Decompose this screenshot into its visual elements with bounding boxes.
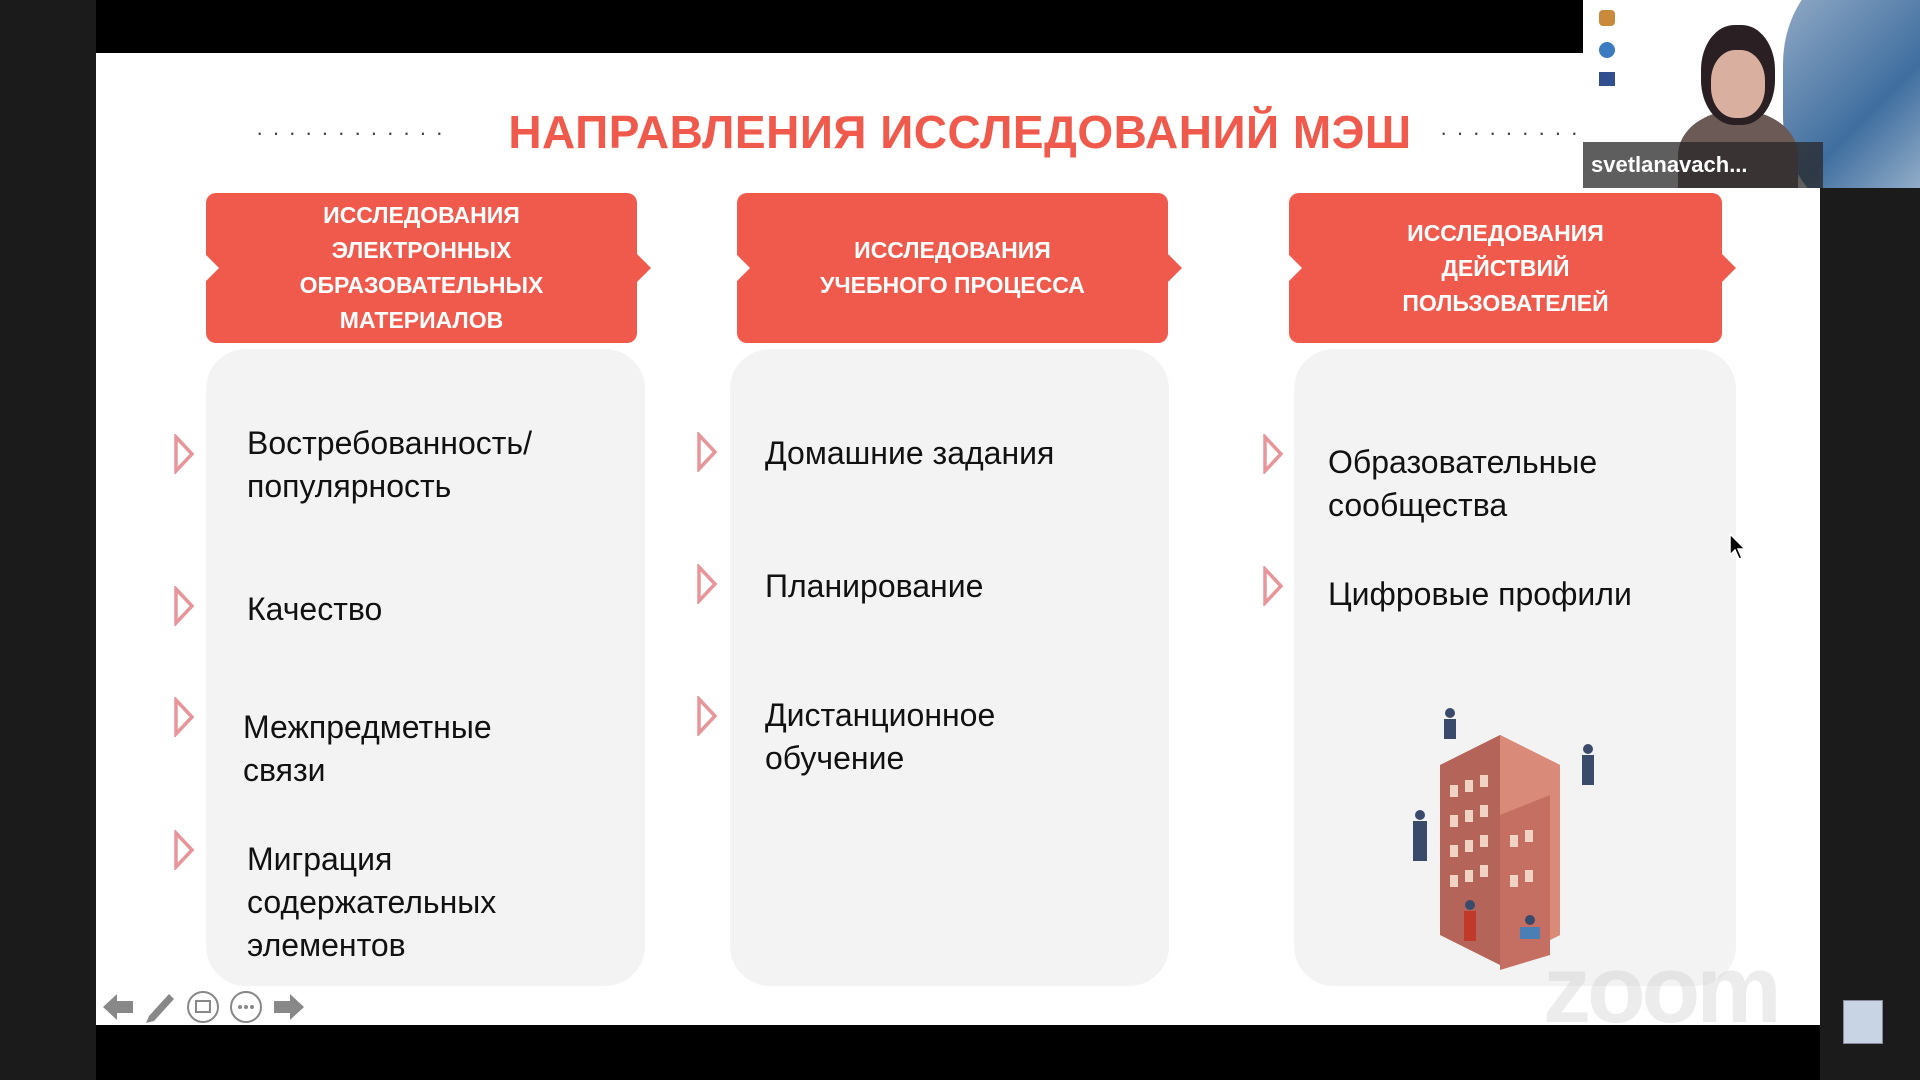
list-item: Миграция содержательных элементов [247,841,497,963]
column-header-3: Исследования действий пользователей [1288,193,1736,343]
bullet-arrow-icon [696,432,718,472]
column-card-2 [730,349,1169,986]
emblem-icon [1599,10,1615,26]
participant-video-tile[interactable]: svetlanavach... [1583,0,1920,188]
bullet-arrow-icon [173,586,195,626]
bullet-arrow-icon [173,434,195,474]
list-item: Качество [247,591,383,627]
list-item: Востребованность/ популярность [247,425,532,504]
bullet-arrow-icon [696,564,718,604]
people-building-illustration [1413,708,1594,970]
participant-face [1711,50,1765,118]
column-header-1: Исследования электронных образовательных… [205,193,651,343]
top-black-bar [96,0,1583,53]
bottom-black-bar [96,1025,1820,1080]
emblem-icon [1599,72,1615,86]
mouse-cursor-icon [1729,533,1747,560]
title-dots-right: ········· [1440,120,1587,145]
bullet-arrow-icon [173,830,195,870]
next-slide-icon[interactable] [272,990,306,1024]
bullet-arrow-icon [1262,434,1284,474]
list-item: Образовательные сообщества [1328,444,1598,523]
slides-overview-icon[interactable] [186,990,220,1024]
list-item: Домашние задания [765,435,1055,471]
title-dots-left: ············ [256,120,452,145]
slide-title: НАПРАВЛЕНИЯ ИССЛЕДОВАНИЙ МЭШ [508,106,1412,158]
participant-name-label: svetlanavach... [1583,142,1823,188]
list-item: Межпредметные связи [243,709,492,788]
bullet-arrow-icon [696,696,718,736]
zoom-watermark: zoom [1543,936,1782,1043]
column-card-1 [206,349,645,986]
bullet-arrow-icon [173,697,195,737]
list-item: Дистанционное обучение [765,697,996,776]
more-options-icon[interactable] [229,990,263,1024]
list-item: Цифровые профили [1328,576,1632,612]
bullet-arrow-icon [1262,566,1284,606]
academy-logo-icon [1843,1000,1883,1044]
emblem-icon [1599,42,1615,58]
previous-slide-icon[interactable] [101,990,135,1024]
pen-icon[interactable] [143,990,177,1024]
column-header-2: Исследования учебного процесса [736,193,1182,343]
list-item: Планирование [765,568,984,604]
